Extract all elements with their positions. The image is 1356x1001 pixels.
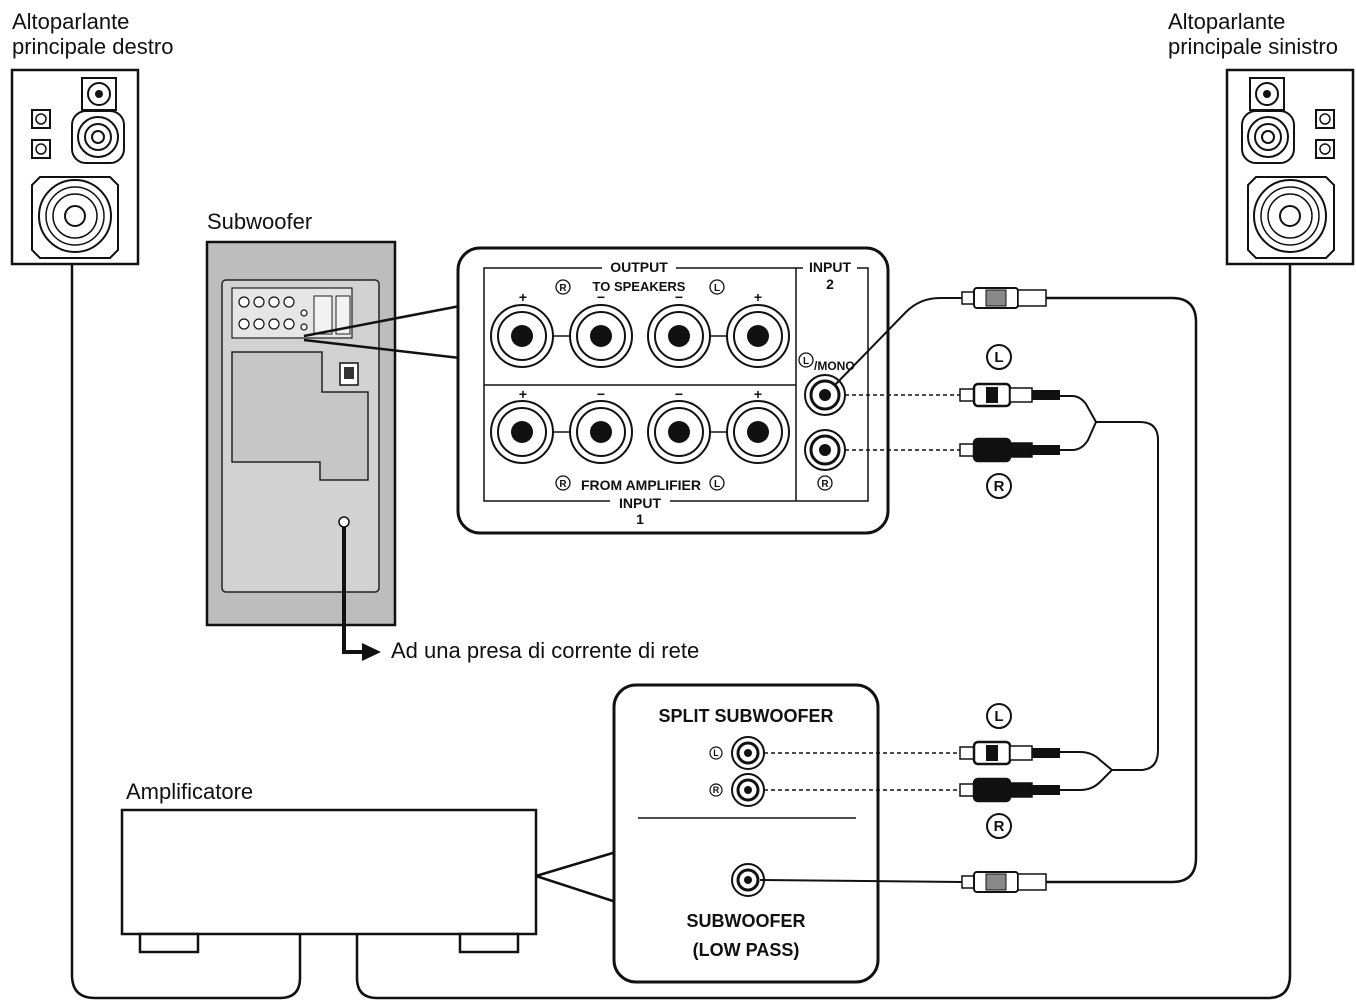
input2-l-mono-marker: L <box>798 352 814 368</box>
amplifier-zoom-wedge <box>535 850 617 904</box>
polarity-sign: − <box>597 386 605 402</box>
svg-text:L: L <box>994 349 1003 366</box>
input2-r-marker: R <box>817 475 833 491</box>
svg-text:L: L <box>994 708 1003 725</box>
rca-jack-split-r <box>731 773 765 807</box>
terminal-post <box>647 400 711 464</box>
terminal-post <box>569 304 633 368</box>
cable-l-marker-top: L <box>986 344 1012 370</box>
input-terminals <box>490 400 790 464</box>
mains-outlet-label: Ad una presa di corrente di rete <box>391 638 699 663</box>
svg-text:L: L <box>803 356 809 367</box>
polarity-sign: + <box>519 289 527 305</box>
rca-jack-subwoofer-low-pass <box>731 863 765 897</box>
input2-number: 2 <box>826 276 834 292</box>
svg-text:L: L <box>713 748 719 758</box>
rca-plug-stereo-l-amp <box>959 740 1060 766</box>
input2-label: INPUT <box>809 259 851 275</box>
left-speaker-label-line1: Altoparlante <box>1168 9 1285 34</box>
cable-r-marker-top: R <box>986 473 1012 499</box>
subwoofer: Subwoofer <box>205 209 397 627</box>
left-main-speaker: Altoparlante principale sinistro <box>1168 9 1355 266</box>
output-terminals <box>490 304 790 368</box>
rca-plug-stereo-l-sub <box>959 382 1060 408</box>
subwoofer-zoom-wedge <box>303 304 461 360</box>
terminal-post <box>726 304 790 368</box>
terminal-post <box>726 400 790 464</box>
rca-jack-r <box>804 429 846 471</box>
speaker-cable-left <box>355 262 1292 1000</box>
amplifier: Amplificatore <box>120 779 538 954</box>
power-cord: Ad una presa di corrente di rete <box>342 527 699 663</box>
cable-r-marker-bottom: R <box>986 813 1012 839</box>
svg-text:R: R <box>994 478 1005 495</box>
amplifier-rear-panel: SPLIT SUBWOOFER L R SUBWOOFER (LOW PASS) <box>612 683 880 984</box>
to-speakers-label: TO SPEAKERS <box>593 279 686 294</box>
terminal-post <box>569 400 633 464</box>
svg-text:R: R <box>994 818 1005 835</box>
amp-l-marker: L <box>709 746 723 760</box>
speaker-cable-right <box>70 262 302 1000</box>
mono-label: /MONO <box>814 359 855 373</box>
subwoofer-rear-panel: OUTPUT TO SPEAKERS INPUT 2 R L + − − + +… <box>456 246 890 535</box>
rca-jack-split-l <box>731 736 765 770</box>
amplifier-label: Amplificatore <box>126 779 253 804</box>
polarity-sign: + <box>754 386 762 402</box>
stereo-cable <box>1060 395 1159 771</box>
svg-text:L: L <box>714 479 720 490</box>
right-main-speaker: Altoparlante principale destro <box>10 9 173 266</box>
terminal-post <box>490 304 554 368</box>
left-speaker-label-line2: principale sinistro <box>1168 34 1338 59</box>
polarity-sign: − <box>675 386 683 402</box>
rca-plug-stereo-r-sub <box>959 437 1060 463</box>
rca-plug-mono-amp <box>961 871 1047 893</box>
bottom-r-marker: R <box>555 475 571 491</box>
top-l-marker: L <box>709 279 725 295</box>
low-pass-label: (LOW PASS) <box>693 940 800 960</box>
svg-text:R: R <box>713 785 720 795</box>
svg-text:L: L <box>714 283 720 294</box>
mono-cable-amp-end <box>759 879 963 883</box>
svg-text:R: R <box>559 479 567 490</box>
subwoofer-mini-terminals <box>238 296 308 331</box>
right-speaker-label-line1: Altoparlante <box>12 9 129 34</box>
svg-text:R: R <box>821 479 829 490</box>
mono-cable-sub-end <box>833 297 962 387</box>
input1-label: INPUT <box>619 495 661 511</box>
input1-number: 1 <box>636 511 644 527</box>
rca-plug-mono-sub <box>961 287 1047 309</box>
polarity-sign: + <box>519 386 527 402</box>
subwoofer-out-label: SUBWOOFER <box>687 911 806 931</box>
from-amplifier-label: FROM AMPLIFIER <box>581 477 701 493</box>
right-speaker-label-line2: principale destro <box>12 34 173 59</box>
rca-plug-stereo-r-amp <box>959 777 1060 803</box>
terminal-post <box>647 304 711 368</box>
bottom-l-marker: L <box>709 475 725 491</box>
polarity-sign: − <box>597 289 605 305</box>
mono-cable <box>1046 296 1198 884</box>
svg-text:R: R <box>559 283 567 294</box>
top-r-marker: R <box>555 279 571 295</box>
polarity-sign: + <box>754 289 762 305</box>
amp-r-marker: R <box>709 783 723 797</box>
terminal-post <box>490 400 554 464</box>
subwoofer-label: Subwoofer <box>207 209 312 234</box>
split-subwoofer-label: SPLIT SUBWOOFER <box>659 706 834 726</box>
polarity-sign: − <box>675 289 683 305</box>
cable-l-marker-bottom: L <box>986 703 1012 729</box>
output-label: OUTPUT <box>610 259 668 275</box>
dashed-connections <box>764 394 960 791</box>
